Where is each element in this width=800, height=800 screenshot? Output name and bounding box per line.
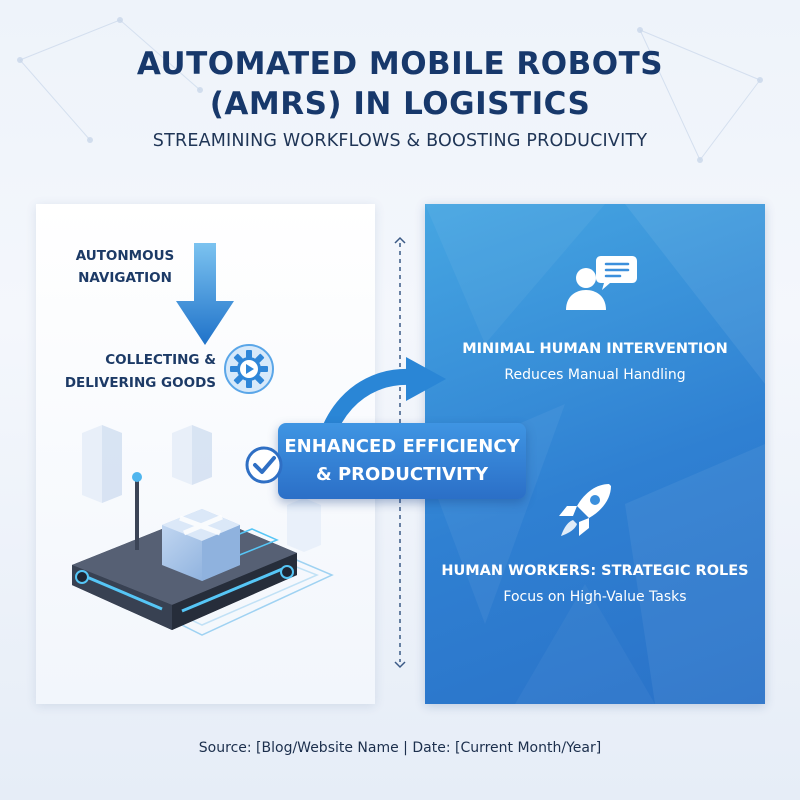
gear-play-icon — [224, 344, 274, 394]
robot-illustration — [72, 425, 334, 636]
strategic-roles-text: Focus on High-Value Tasks — [503, 589, 687, 605]
panel-facets — [425, 204, 765, 704]
source-footer: Source: [Blog/Website Name | Date: [Curr… — [198, 740, 602, 756]
down-arrow-icon — [176, 243, 234, 345]
navigation-label-line-2: NAVIGATION — [78, 270, 172, 286]
page-subtitle: STREAMINING WORKFLOWS & BOOSTING PRODUCI… — [152, 131, 648, 151]
collecting-label-line-2: DELIVERING GOODS — [64, 375, 216, 391]
collecting-label-line-1: COLLECTING & — [105, 352, 216, 368]
page-title: AUTOMATED MOBILE ROBOTS (AMRS) IN LOGIST… — [0, 44, 800, 124]
navigation-label: AUTONMOUS NAVIGATION — [70, 245, 180, 289]
efficiency-banner: ENHANCED EFFICIENCY & PRODUCTIVITY — [278, 423, 526, 499]
efficiency-line-1: ENHANCED EFFICIENCY — [284, 436, 520, 457]
intervention-heading: MINIMAL HUMAN INTERVENTION — [462, 341, 728, 357]
efficiency-line-2: & PRODUCTIVITY — [315, 464, 488, 485]
person-speech-icon — [566, 256, 637, 310]
strategic-roles-heading: HUMAN WORKERS: STRATEGIC ROLES — [441, 563, 749, 579]
intervention-text: Reduces Manual Handling — [504, 367, 686, 383]
collecting-label: COLLECTING & DELIVERING GOODS — [56, 349, 216, 395]
navigation-label-line-1: AUTONMOUS — [75, 248, 175, 264]
title-line-1: AUTOMATED MOBILE ROBOTS — [136, 46, 664, 82]
rocket-icon — [559, 484, 611, 536]
check-circle-icon — [245, 446, 283, 484]
title-line-2: (AMRS) IN LOGISTICS — [209, 86, 591, 122]
